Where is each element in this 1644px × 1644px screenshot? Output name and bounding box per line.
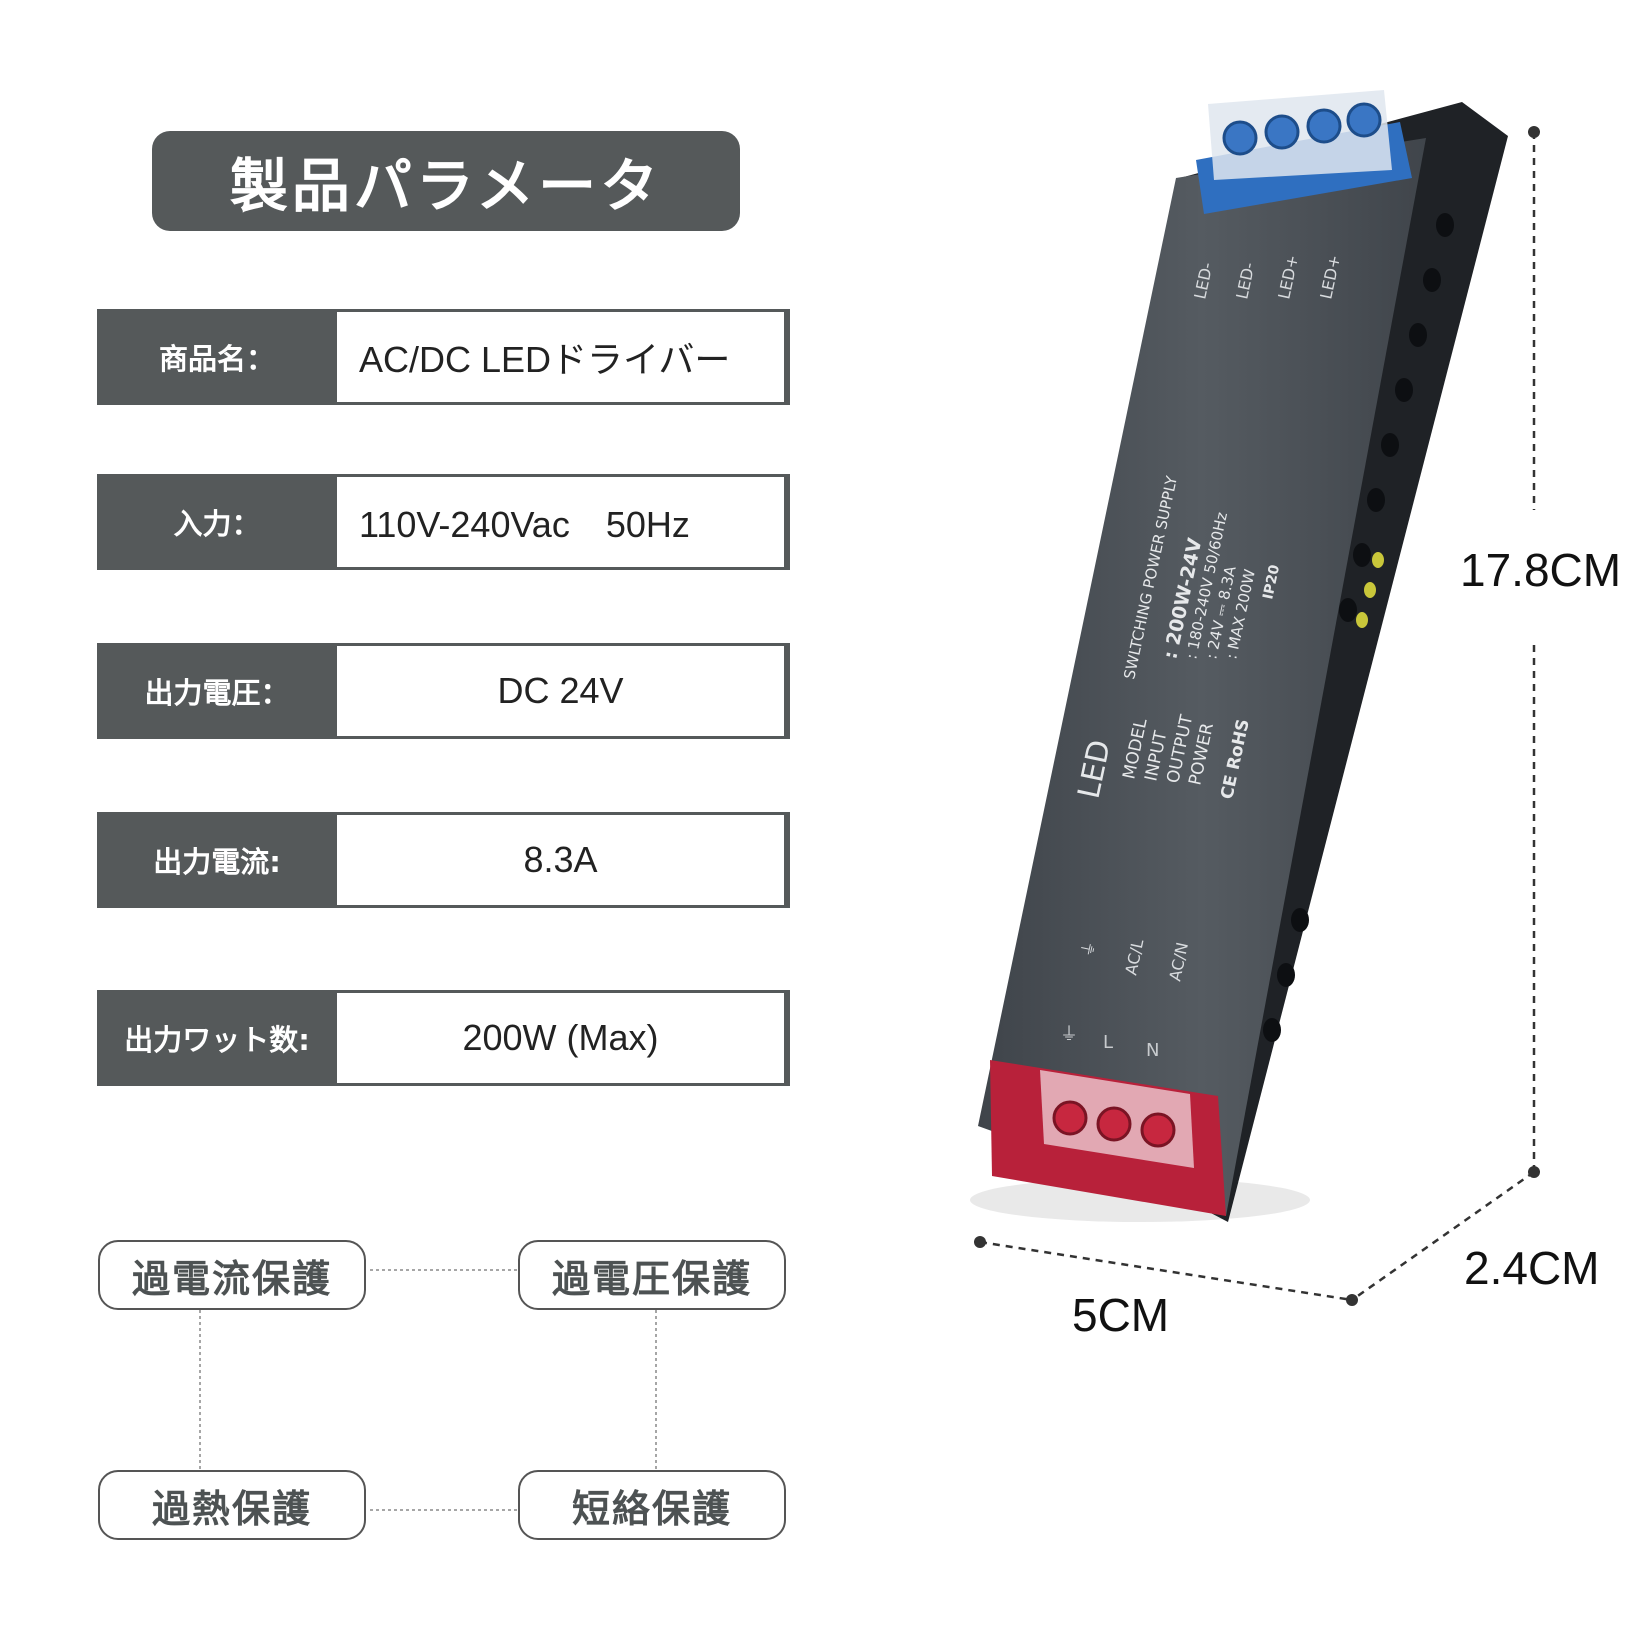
- spec-row-input: 入力： 110V-240Vac 50Hz: [97, 474, 790, 570]
- dimension-width: 5CM: [1072, 1289, 1170, 1341]
- spec-label: 入力：: [173, 507, 261, 541]
- spec-value: 8.3A: [337, 815, 784, 905]
- terminal-symbol: ⏚: [1060, 1024, 1078, 1045]
- terminal-label: ⏚: [1077, 939, 1099, 959]
- protection-overvoltage: 過電圧保護: [518, 1240, 786, 1310]
- spec-row-product-name: 商品名： AC/DC LEDドライバー: [97, 309, 790, 405]
- spec-value: 200W (Max): [337, 993, 784, 1083]
- spec-label: 出力電圧：: [144, 676, 290, 710]
- page-title: 製品パラメータ: [152, 131, 740, 231]
- terminal-symbol: N: [1146, 1040, 1159, 1061]
- spec-label: 商品名：: [158, 342, 275, 376]
- spec-label: 出力電流:: [153, 845, 281, 879]
- spec-row-output-wattage: 出力ワット数: 200W (Max): [97, 990, 790, 1086]
- protection-overheat: 過熱保護: [98, 1470, 366, 1540]
- terminal-symbol: L: [1103, 1032, 1113, 1053]
- spec-label: 出力ワット数:: [124, 1023, 310, 1057]
- spec-row-output-voltage: 出力電圧： DC 24V: [97, 643, 790, 739]
- spec-value: 110V-240Vac 50Hz: [337, 477, 784, 567]
- dimension-height: 17.8CM: [1460, 544, 1622, 596]
- spec-row-output-current: 出力電流: 8.3A: [97, 812, 790, 908]
- spec-value: DC 24V: [337, 646, 784, 736]
- device-ip: IP20: [1260, 563, 1283, 601]
- spec-value: AC/DC LEDドライバー: [337, 312, 784, 402]
- protection-short-circuit: 短絡保護: [518, 1470, 786, 1540]
- protection-overcurrent: 過電流保護: [98, 1240, 366, 1310]
- dimension-depth: 2.4CM: [1464, 1242, 1600, 1294]
